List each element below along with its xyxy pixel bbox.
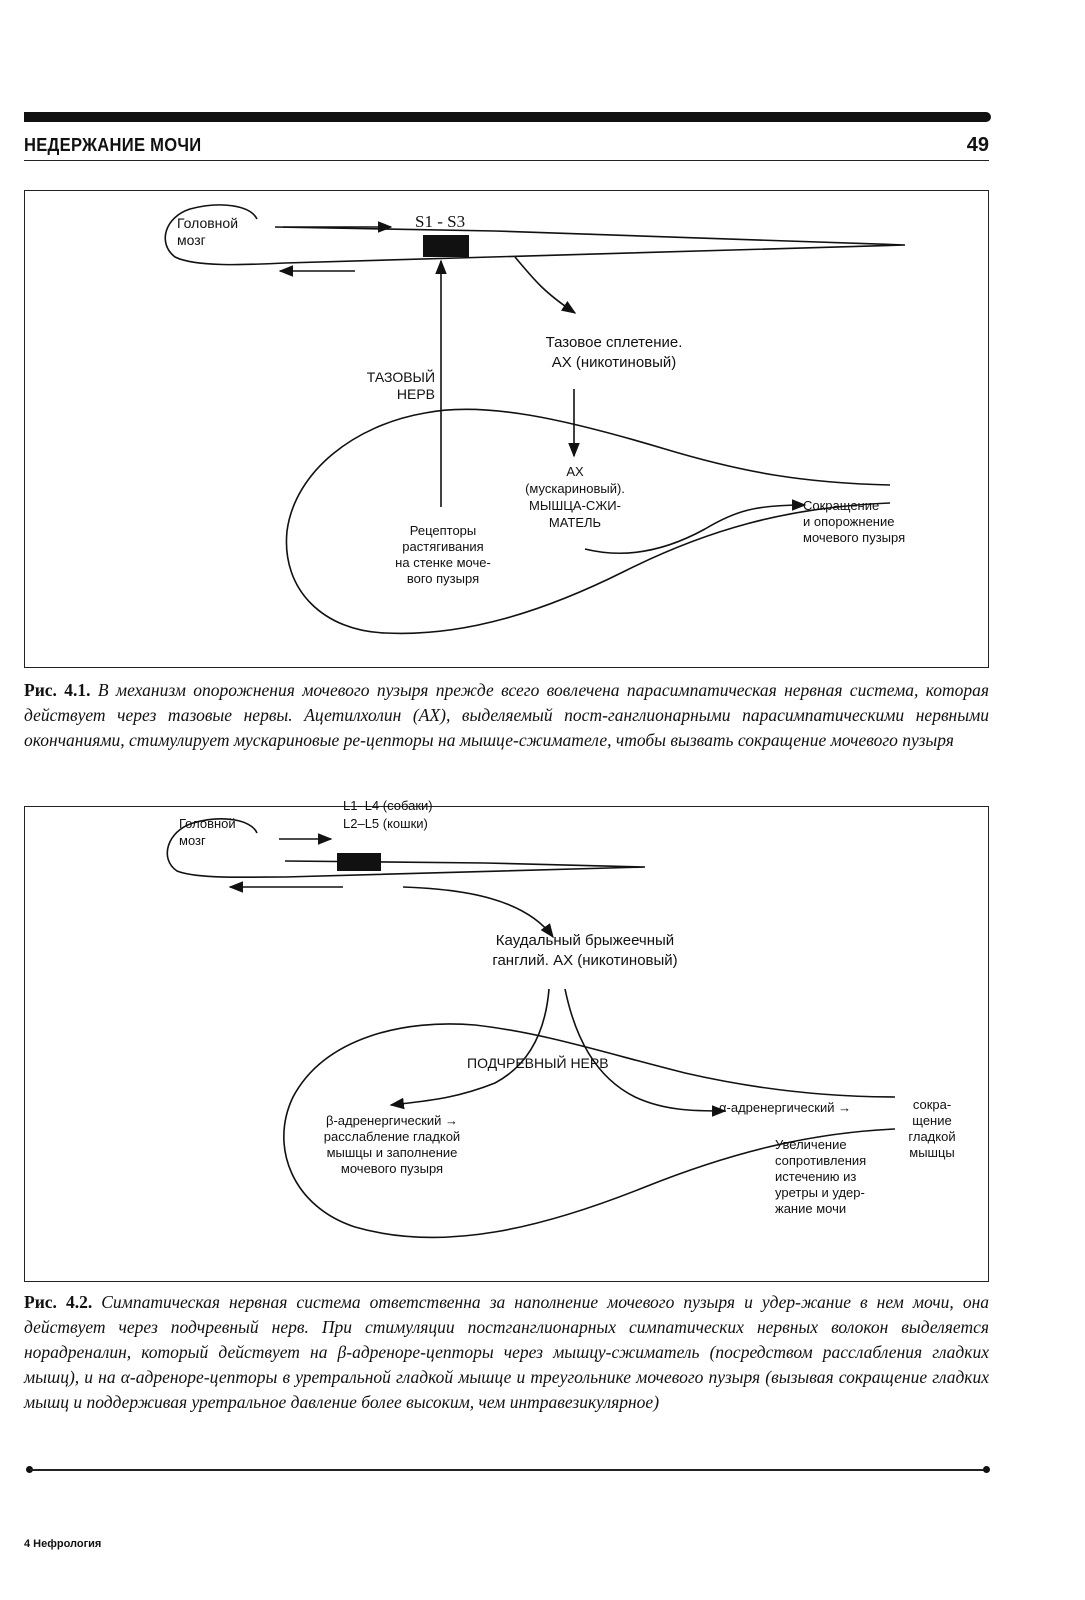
beta-adrenergic-label: β-адренергический → расслабление гладкой… xyxy=(323,1113,461,1176)
hypogastric-nerve-label: ПОДЧРЕВНЫЙ НЕРВ xyxy=(467,1055,609,1071)
arrow-to-plexus xyxy=(514,256,577,314)
smooth-contraction-label: сокра- щение гладкой мышцы xyxy=(908,1097,956,1160)
caption-label: Рис. 4.2. xyxy=(24,1292,93,1312)
caption-text: Симпатическая нервная система ответствен… xyxy=(24,1292,989,1412)
alpha-adrenergic-label: α-адренергический → xyxy=(719,1100,852,1115)
pelvic-plexus-label: Тазовое сплетение. АХ (никотиновый) xyxy=(545,334,683,371)
chapter-title: НЕДЕРЖАНИЕ МОЧИ xyxy=(24,135,202,155)
rule-dot-right xyxy=(983,1466,990,1473)
resistance-label: Увеличение сопротивления истечению из ур… xyxy=(775,1137,867,1216)
spinal-segment-block xyxy=(337,853,381,871)
header-rule xyxy=(24,160,989,161)
caption-4-1: Рис. 4.1. В механизм опорожнения мочевог… xyxy=(24,678,989,753)
brain-label: Головной мозг xyxy=(177,215,239,248)
caption-label: Рис. 4.1. xyxy=(24,680,91,700)
figure-4-2-diagram xyxy=(166,818,896,1239)
brain-cord-outline xyxy=(166,818,646,879)
brain-cord-outline xyxy=(164,204,906,266)
page-number: 49 xyxy=(966,134,989,156)
spinal-segment-block xyxy=(423,235,469,257)
footer-text: 4 Нефрология xyxy=(24,1538,102,1550)
caption-text: В механизм опорожнения мочевого пузыря п… xyxy=(24,680,989,750)
receptors-label: Рецепторы растягивания на стенке моче- в… xyxy=(395,523,491,586)
contraction-label: Сокращение и опорожнение мочевого пузыря xyxy=(803,498,906,545)
pelvic-nerve-label: ТАЗОВЫЙ НЕРВ xyxy=(366,369,435,402)
muscarinic-label: АХ (мускариновый). МЫШЦА-СЖИ- МАТЕЛЬ xyxy=(525,464,625,530)
bottom-rule xyxy=(30,1469,988,1471)
header-bar xyxy=(24,112,991,122)
contraction-arrow xyxy=(584,499,807,554)
caption-4-2: Рис. 4.2. Симпатическая нервная система … xyxy=(24,1290,989,1415)
ganglion-label: Каудальный брыжеечный ганглий. АХ (никот… xyxy=(492,932,678,969)
figure-4-1-diagram xyxy=(164,204,906,635)
bladder-outline xyxy=(285,408,891,635)
segment-label: S1 - S3 xyxy=(415,212,466,231)
figure-4-2: Головной мозг L1–L4 (собаки) L2–L5 (кошк… xyxy=(24,798,989,1282)
figure-4-1: Головной мозг S1 - S3 Тазовое сплетение.… xyxy=(24,190,989,668)
brain-label: Головной мозг xyxy=(179,816,236,848)
arrow-to-ganglion xyxy=(402,886,554,939)
hypogastric-branch-left xyxy=(389,988,550,1110)
rule-dot-left xyxy=(26,1466,33,1473)
hypogastric-branch-right xyxy=(564,988,727,1117)
segment-label: L1–L4 (собаки) L2–L5 (кошки) xyxy=(343,798,433,831)
bladder-outline xyxy=(283,1023,896,1239)
